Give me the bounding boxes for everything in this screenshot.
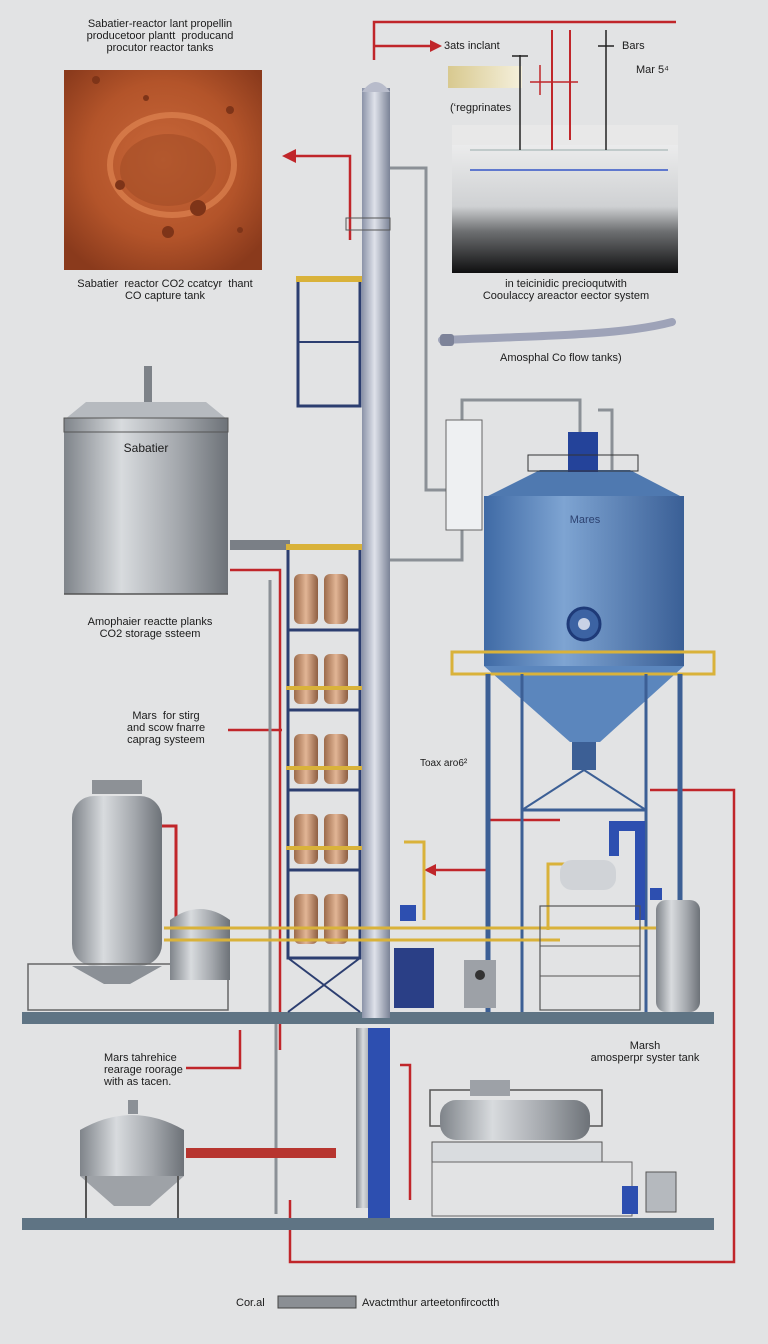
inset-label-2: Bars [622,40,645,52]
inset-caption: in teicinidic precioqutwith Cooulaccy ar… [482,278,650,302]
mars-crater-image [64,70,262,270]
left-pressure-tank [27,780,230,1011]
blue-tank-name: Mares [569,514,601,526]
reactor-tower [286,276,362,1013]
yellow-pipeline [164,840,700,942]
title-label: Sabatier-reactor lant propellin producet… [86,18,234,54]
lower-deck [22,1218,714,1230]
legend-swatch [277,1295,357,1309]
right-machinery [539,821,700,1012]
flow-hose [438,318,676,344]
inset-diagram [448,30,678,273]
marsh-label: Marsh amosperpr syster tank [590,1040,700,1064]
flow-caption: Amosphal Co flow tanks) [500,352,622,364]
distillation-column [345,82,391,1218]
mars-caption: Sabatier reactor CO2 ccatcyr thant CO ca… [77,278,253,302]
left-storage-tank [63,366,290,595]
inset-label-3: Mar 5⁴ [636,64,669,76]
inset-label-4: (‘regprinates [450,102,512,114]
left-tank-caption: Amophaier reactte planks CO2 storage sst… [87,616,213,640]
storage-label: Mars tahrehice rearage roorage with as t… [104,1052,183,1088]
left-tank-name: Sabatier [123,441,169,455]
pipes [268,166,614,1214]
legend-right-label: Avactmthur arteetonfircoctth [362,1297,500,1309]
inset-label-1: 3ats inclant [444,40,500,52]
valve-wheel-icon [566,606,602,642]
lower-heat-exchanger [429,1080,677,1217]
central-equipment [394,905,496,1008]
toax-label: Toax aro6² [420,758,468,769]
mars-storing-label: Mars for stirg and scow fnarre caprag sy… [126,710,206,746]
legend-left-label: Cor.al [236,1297,265,1309]
lower-silo [80,1100,336,1218]
